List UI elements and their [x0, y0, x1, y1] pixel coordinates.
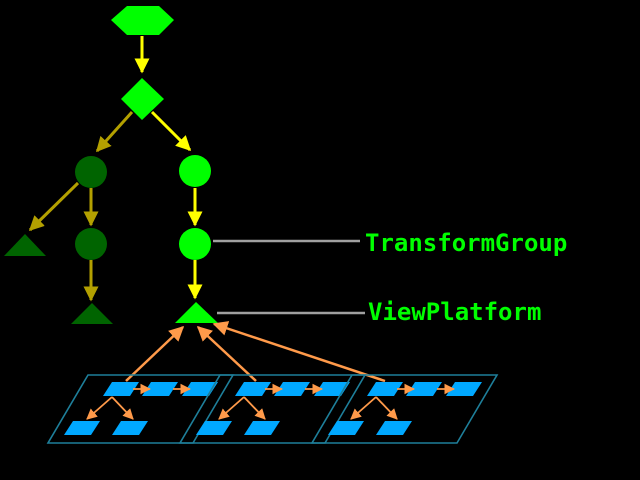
view-panel-arrow [243, 396, 266, 420]
virtual-universe-node [111, 6, 174, 35]
content-leaf-bottom-node [71, 303, 113, 324]
view-platform-label: ViewPlatform [368, 298, 541, 326]
view-tile [64, 421, 100, 435]
view-panel-arrow [375, 396, 398, 420]
view-platform-node [175, 302, 218, 323]
view-branch-group-node [179, 155, 211, 187]
content-leaf-left-node [4, 234, 46, 256]
view-tile [112, 421, 148, 435]
view-tile [376, 421, 412, 435]
view-panel-arrow [218, 396, 245, 420]
scene-graph-nodes [4, 6, 218, 324]
content-branch-group-node [75, 156, 107, 188]
view-transform-group-node [179, 228, 211, 260]
view-panel-3 [310, 374, 499, 444]
locale-node [121, 78, 164, 120]
view-panel-arrow [111, 396, 134, 420]
view-panel-arrow [86, 396, 113, 420]
labels: TransformGroup ViewPlatform [213, 229, 567, 326]
view-arrow-panel-1 [125, 325, 185, 382]
view-panel-border [310, 374, 499, 444]
scene-graph-edges [28, 36, 203, 302]
view-tile [196, 421, 232, 435]
edge-locale-to-view-branch [150, 110, 192, 152]
transform-group-label: TransformGroup [365, 229, 567, 257]
view-panels [46, 374, 499, 444]
view-panel-arrow [350, 396, 377, 420]
view-tile [367, 382, 403, 396]
view-tile [103, 382, 139, 396]
view-tile [328, 421, 364, 435]
view-arrow-panel-2 [196, 325, 257, 382]
edge-locale-to-content-branch [95, 110, 134, 153]
content-transform-group-node [75, 228, 107, 260]
view-tile [235, 382, 271, 396]
view-tile [244, 421, 280, 435]
edge-content-branch-to-leaf [28, 181, 80, 232]
view-arrows [125, 321, 386, 383]
view-arrow-panel-3 [212, 321, 386, 383]
